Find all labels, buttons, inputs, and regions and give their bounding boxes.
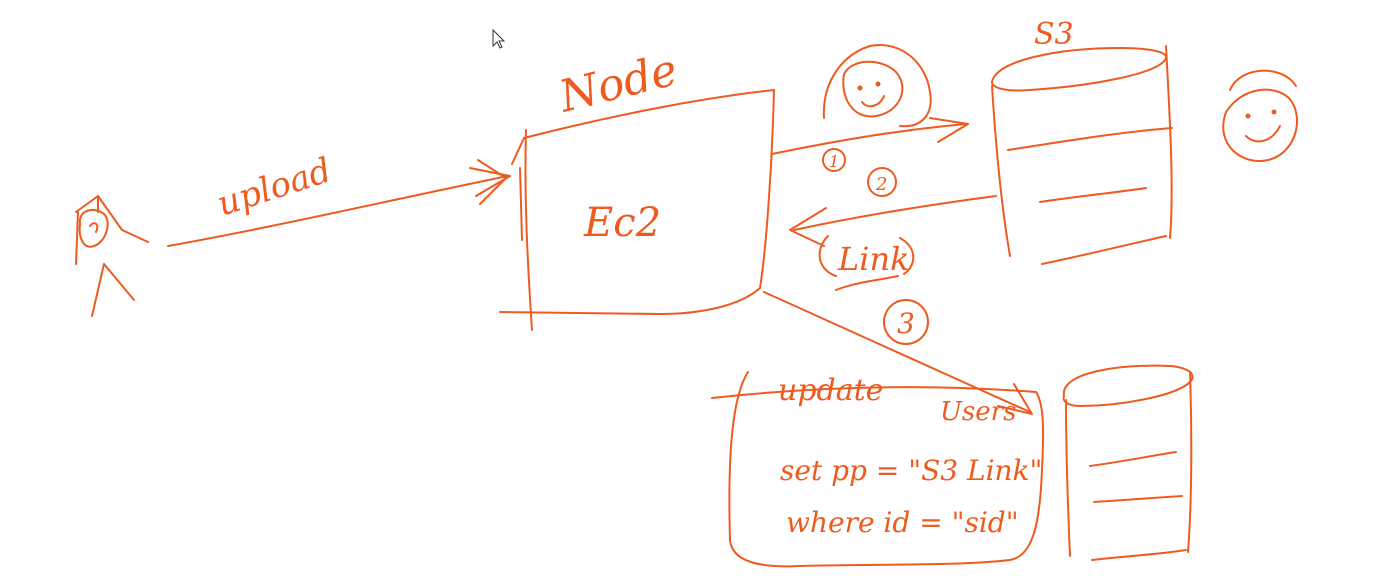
upload-label: upload <box>212 150 336 224</box>
set-clause: set pp = "S3 Link" <box>780 454 1042 487</box>
smiley-face-icon <box>1222 69 1299 163</box>
step3-arrow <box>763 291 1033 415</box>
step2-circle <box>867 167 897 197</box>
node-label: Node <box>553 44 682 123</box>
step1-arrow <box>771 117 969 155</box>
cylinder-database-icon <box>1062 364 1194 561</box>
where-clause: where id = "sid" <box>786 506 1019 539</box>
step2-number: 2 <box>875 174 887 195</box>
users-table-label: Users <box>940 397 1016 427</box>
ec2-label: Ec2 <box>583 200 661 246</box>
step2-arrow <box>789 195 997 247</box>
mouse-pointer-icon <box>492 28 506 49</box>
update-label: update <box>778 373 883 408</box>
link-bracket <box>818 235 915 291</box>
step1-circle <box>822 148 846 172</box>
stick-figure-user-icon <box>75 195 149 317</box>
step3-number: 3 <box>897 307 915 340</box>
link-label: Link <box>837 240 909 278</box>
cylinder-storage-icon <box>991 45 1173 265</box>
step3-circle <box>883 299 929 345</box>
s3-label: S3 <box>1034 17 1074 52</box>
sql-query-box <box>711 371 1045 568</box>
upload-arrow <box>167 159 511 247</box>
step1-number: 1 <box>829 152 839 171</box>
smiley-face-icon <box>822 44 932 128</box>
